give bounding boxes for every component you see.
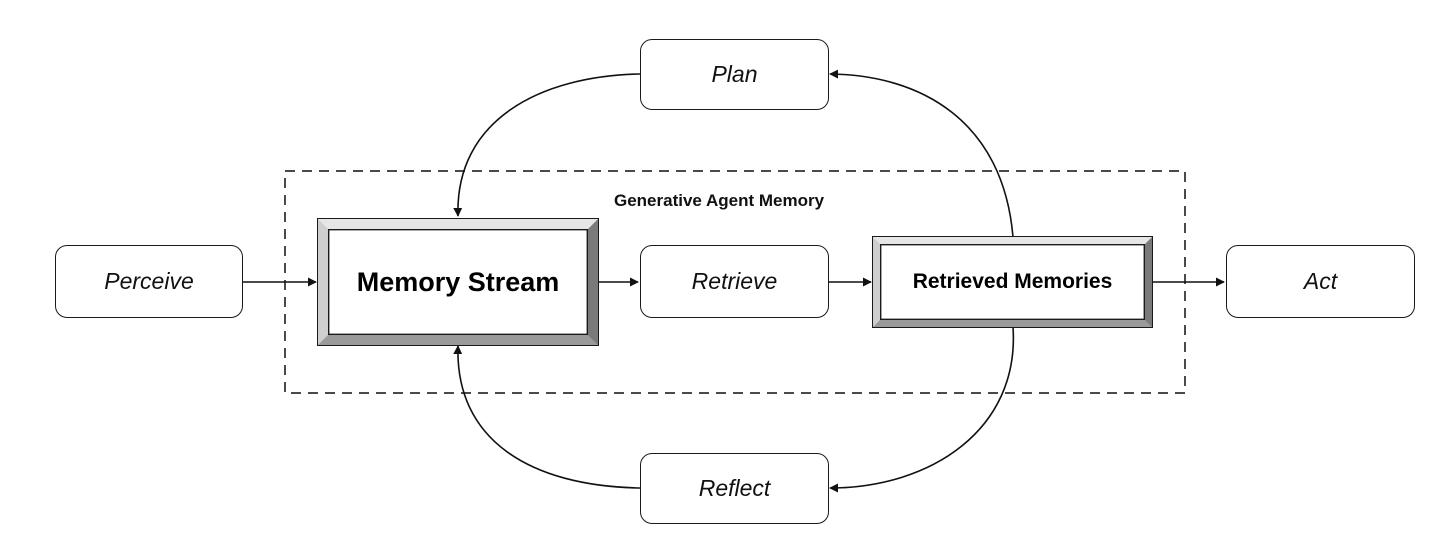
node-retrieve: Retrieve bbox=[640, 245, 829, 318]
node-memory-stream: Memory Stream bbox=[317, 218, 599, 346]
edge-reflect-to-memory-stream bbox=[453, 345, 641, 489]
edge-retrieved-memories-to-reflect bbox=[829, 326, 1015, 493]
node-reflect: Reflect bbox=[640, 453, 829, 524]
edge-plan-to-memory-stream bbox=[453, 73, 641, 217]
node-act: Act bbox=[1226, 245, 1415, 318]
node-perceive: Perceive bbox=[55, 245, 243, 318]
node-retrieved-memories: Retrieved Memories bbox=[872, 236, 1153, 328]
memory-group-label: Generative Agent Memory bbox=[614, 191, 825, 210]
node-plan: Plan bbox=[640, 39, 829, 110]
edge-retrieved-memories-to-plan bbox=[829, 69, 1014, 238]
